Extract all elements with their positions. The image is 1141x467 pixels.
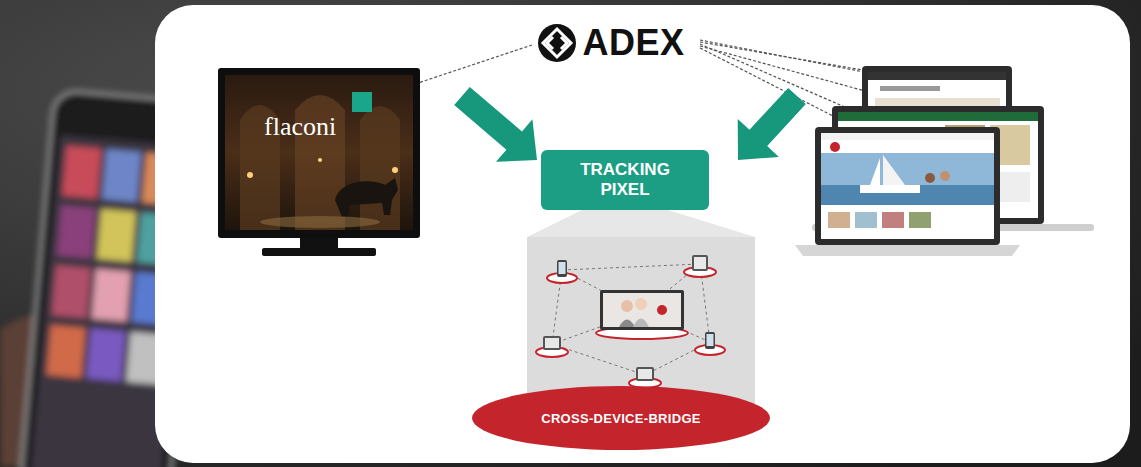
node-text: ADEX: [582, 25, 684, 61]
laptop-front: [870, 158, 880, 185]
white-panel: [155, 5, 1130, 463]
laptop-front: [940, 171, 950, 181]
laptop-front: [860, 185, 920, 193]
blurred-phone: [102, 149, 141, 202]
adex-icon: [538, 24, 576, 62]
blurred-phone: [52, 265, 91, 318]
tv-illustration: [218, 68, 420, 256]
laptop-back: [880, 86, 940, 91]
logo-wordmark: ADEX: [580, 24, 687, 62]
process-box: TRACKING PIXEL: [541, 150, 709, 210]
laptop-front: [883, 155, 905, 185]
laptop-front: [795, 245, 1020, 256]
adex-icon: [561, 37, 567, 49]
node-text: TRACKING PIXEL: [566, 160, 684, 201]
adex-icon: [538, 24, 576, 62]
laptop-front: [815, 127, 1000, 245]
adex-icon: [547, 37, 553, 49]
device-tablet-b: [692, 255, 708, 271]
device-central-screen: [600, 290, 684, 330]
device-tablet-c: [545, 338, 559, 348]
green-arrow-right: [738, 88, 806, 160]
device-tablet-b: [684, 255, 716, 277]
laptop-back: [868, 72, 1006, 80]
blurred-phone: [57, 205, 96, 258]
laptop-front: [828, 212, 850, 228]
device-tablet-c: [543, 336, 561, 350]
device-phone-a: [547, 260, 577, 283]
laptop-front: [821, 185, 994, 205]
device-central-screen: [633, 319, 649, 328]
tv-illustration: [360, 106, 400, 230]
device-central-screen: [621, 300, 633, 312]
device-tablet-c: [536, 336, 568, 357]
device-phone-d: [705, 332, 715, 349]
device-network: [562, 264, 700, 270]
tv-illustration: [392, 167, 398, 173]
laptop-front: [909, 212, 931, 228]
spotlight: [527, 237, 755, 409]
spotlight: [527, 210, 755, 237]
blurred-phone: [86, 329, 125, 382]
laptop-front: [925, 173, 935, 183]
tv-illustration: [247, 172, 253, 178]
device-phone-d: [707, 334, 714, 346]
green-arrow-left: [454, 87, 537, 162]
ellipse-badge: CROSS-DEVICE-BRIDGE: [472, 386, 770, 450]
device-central-screen: [635, 298, 647, 310]
laptop-front: [821, 153, 994, 205]
ellipse-fill: [472, 386, 770, 450]
device-tablet-e: [636, 367, 654, 381]
tv-illustration: [260, 216, 380, 228]
tv-illustration: [225, 75, 413, 230]
tv-illustration: [318, 158, 322, 162]
device-tablet-e: [629, 367, 661, 388]
brand-name: flaconi: [264, 114, 336, 140]
laptop-front: [855, 212, 877, 228]
tv-illustration: [352, 92, 372, 112]
laptop-illustrations: [795, 66, 1094, 256]
device-phone-a: [557, 260, 567, 277]
tv-illustration: [218, 68, 420, 238]
device-central-screen: [657, 305, 667, 315]
laptop-middle: [838, 112, 1038, 121]
device-central-screen: [619, 320, 635, 328]
device-phone-a: [559, 262, 566, 274]
blurred-phone: [46, 325, 85, 378]
spotlight: [527, 210, 755, 409]
laptop-front: [821, 133, 994, 239]
device-phone-d: [695, 332, 725, 355]
device-tablet-b: [694, 257, 706, 269]
blurred-phone: [92, 269, 131, 322]
blurred-phone: [97, 209, 136, 262]
device-tablet-e: [638, 369, 652, 379]
device-network: [536, 255, 725, 388]
device-central-screen: [596, 290, 688, 339]
blurred-phone: [62, 146, 101, 199]
laptop-front: [795, 127, 1020, 256]
device-central-screen: [603, 293, 681, 327]
laptop-front: [882, 212, 904, 228]
laptop-front: [830, 142, 840, 152]
tv-illustration: [335, 178, 398, 217]
adex-icon: [543, 29, 571, 57]
node-text: CROSS-DEVICE-BRIDGE: [541, 411, 701, 426]
tv-illustration: [262, 248, 376, 256]
laptop-front: [821, 133, 994, 140]
